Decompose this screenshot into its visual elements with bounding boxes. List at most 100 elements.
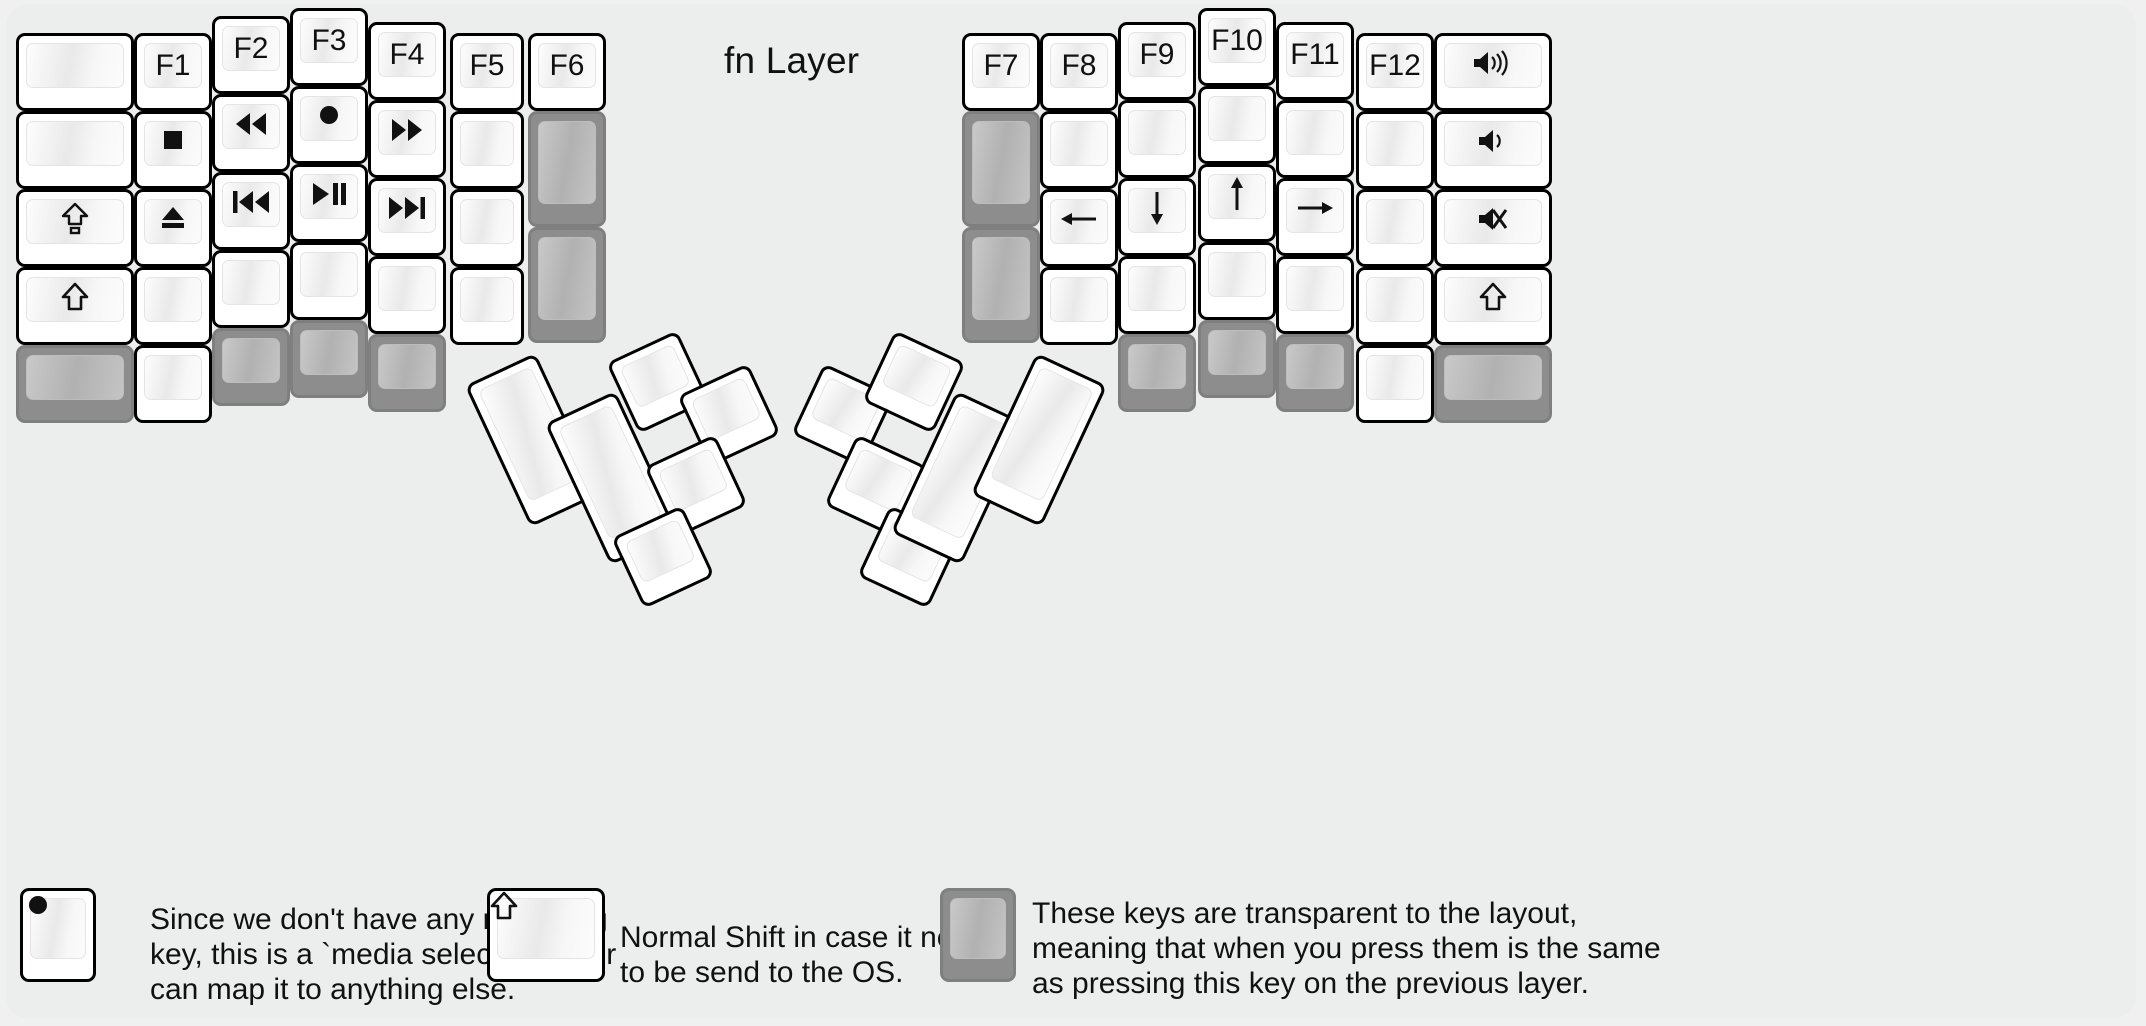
legend-shift-key-swatch xyxy=(487,888,605,982)
media-play-pause-icon xyxy=(309,181,349,213)
col-f10-key-3[interactable] xyxy=(1198,242,1276,320)
col-outer-left-key-2[interactable] xyxy=(16,189,134,267)
col-f7-key-1[interactable] xyxy=(962,111,1040,227)
col-f1-key-4[interactable] xyxy=(134,345,212,423)
col-f11-key-0[interactable]: F11 xyxy=(1276,22,1354,100)
legend-transparent-key xyxy=(940,888,1016,982)
col-f1-key-0[interactable]: F1 xyxy=(134,33,212,111)
col-f11-key-1[interactable] xyxy=(1276,100,1354,178)
col-outer-right-key-1[interactable] xyxy=(1434,111,1552,189)
page-title: fn Layer xyxy=(724,40,860,81)
col-f1-key-3[interactable] xyxy=(134,267,212,345)
col-f10-key-1[interactable] xyxy=(1198,86,1276,164)
media-stop-icon xyxy=(158,126,188,162)
col-f9-key-4[interactable] xyxy=(1118,334,1196,412)
col-f1-key-2[interactable] xyxy=(134,189,212,267)
col-outer-right-key-0[interactable] xyxy=(1434,33,1552,111)
col-f9-key-3[interactable] xyxy=(1118,256,1196,334)
keycap-face xyxy=(144,355,202,400)
col-f5-key-2[interactable] xyxy=(450,189,524,267)
media-previous-icon xyxy=(230,189,272,221)
col-f4-key-1[interactable] xyxy=(368,100,446,178)
col-f12-key-1[interactable] xyxy=(1356,111,1434,189)
col-f8-key-0[interactable]: F8 xyxy=(1040,33,1118,111)
arrow-right-icon xyxy=(1295,195,1335,227)
keycap-face xyxy=(30,898,86,959)
col-outer-left-key-1[interactable] xyxy=(16,111,134,189)
keycap-face xyxy=(880,343,953,409)
col-f2-key-0[interactable]: F2 xyxy=(212,16,290,94)
col-f6-key-1[interactable] xyxy=(528,111,606,227)
col-f12-key-3[interactable] xyxy=(1356,267,1434,345)
media-rewind-icon xyxy=(232,111,270,143)
col-f4-key-0[interactable]: F4 xyxy=(368,22,446,100)
col-f4-key-3[interactable] xyxy=(368,256,446,334)
col-outer-right-key-4[interactable] xyxy=(1434,345,1552,423)
col-outer-left-key-0[interactable] xyxy=(16,33,134,111)
col-f2-key-2[interactable] xyxy=(212,172,290,250)
col-f2-key-3[interactable] xyxy=(212,250,290,328)
col-outer-left-key-4[interactable] xyxy=(16,345,134,423)
col-f3-key-3[interactable] xyxy=(290,242,368,320)
keycap-label: F5 xyxy=(469,48,505,82)
keycap-label: F7 xyxy=(983,48,1019,82)
col-f12-key-2[interactable] xyxy=(1356,189,1434,267)
col-f10-key-2[interactable] xyxy=(1198,164,1276,242)
col-f6-key-0[interactable]: F6 xyxy=(528,33,606,111)
col-f3-key-1[interactable] xyxy=(290,86,368,164)
col-f4-key-2[interactable] xyxy=(368,178,446,256)
col-f8-key-1[interactable] xyxy=(1040,111,1118,189)
col-f8-key-2[interactable] xyxy=(1040,189,1118,267)
col-f7-key-0[interactable]: F7 xyxy=(962,33,1040,111)
col-f10-key-0[interactable]: F10 xyxy=(1198,8,1276,86)
volume-mute-icon xyxy=(1476,204,1510,240)
keycap-label: F11 xyxy=(1290,37,1340,71)
keycap-face xyxy=(1366,121,1424,166)
col-f9-key-0[interactable]: F9 xyxy=(1118,22,1196,100)
legend-record-key xyxy=(20,888,96,982)
col-f5-key-1[interactable] xyxy=(450,111,524,189)
col-f6-key-2[interactable] xyxy=(528,227,606,343)
col-f11-key-2[interactable] xyxy=(1276,178,1354,256)
col-f8-key-3[interactable] xyxy=(1040,267,1118,345)
keycap-label: F10 xyxy=(1211,23,1263,57)
keycap-face xyxy=(624,518,697,584)
col-outer-right-key-2[interactable] xyxy=(1434,189,1552,267)
col-f12-key-4[interactable] xyxy=(1356,345,1434,423)
keycap-face xyxy=(1208,330,1266,375)
keycap-face xyxy=(1286,344,1344,389)
legend-record-key-swatch xyxy=(20,888,96,982)
col-f4-key-4[interactable] xyxy=(368,334,446,412)
col-f3-key-4[interactable] xyxy=(290,320,368,398)
keycap-label: F8 xyxy=(1061,48,1097,82)
media-record-icon xyxy=(314,101,344,137)
keycap-face xyxy=(26,355,124,400)
arrow-down-icon xyxy=(1144,189,1170,233)
keycap-face xyxy=(1366,355,1424,400)
keycap-face xyxy=(144,277,202,322)
col-f3-key-0[interactable]: F3 xyxy=(290,8,368,86)
keycap-face xyxy=(497,898,595,959)
col-f7-key-2[interactable] xyxy=(962,227,1040,343)
col-outer-right-key-3[interactable] xyxy=(1434,267,1552,345)
keycap-label: F9 xyxy=(1139,37,1175,71)
col-f9-key-1[interactable] xyxy=(1118,100,1196,178)
col-f5-key-0[interactable]: F5 xyxy=(450,33,524,111)
col-f3-key-2[interactable] xyxy=(290,164,368,242)
col-f2-key-1[interactable] xyxy=(212,94,290,172)
col-f11-key-4[interactable] xyxy=(1276,334,1354,412)
col-f5-key-3[interactable] xyxy=(450,267,524,345)
keycap-face xyxy=(1128,266,1186,311)
col-f12-key-0[interactable]: F12 xyxy=(1356,33,1434,111)
keycap-face xyxy=(538,237,596,320)
col-f2-key-4[interactable] xyxy=(212,328,290,406)
col-f10-key-4[interactable] xyxy=(1198,320,1276,398)
shift-icon xyxy=(490,891,518,928)
keycap-face xyxy=(460,121,514,166)
col-f1-key-1[interactable] xyxy=(134,111,212,189)
col-f11-key-3[interactable] xyxy=(1276,256,1354,334)
col-outer-left-key-3[interactable] xyxy=(16,267,134,345)
col-f9-key-2[interactable] xyxy=(1118,178,1196,256)
media-fast-forward-icon xyxy=(388,117,426,149)
keycap-face xyxy=(460,199,514,244)
